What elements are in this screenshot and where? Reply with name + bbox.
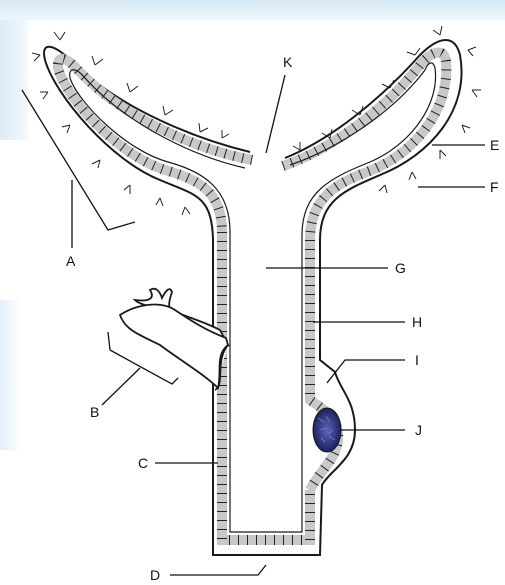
label-I: I (415, 352, 419, 368)
label-J: J (415, 422, 422, 438)
body-outline (44, 40, 462, 555)
label-E: E (490, 137, 499, 153)
label-K: K (283, 54, 293, 70)
leader-D (170, 565, 266, 575)
label-D: D (150, 567, 160, 583)
label-C: C (138, 455, 148, 471)
label-F: F (490, 179, 499, 195)
prey-animal-body (120, 305, 228, 388)
label-G: G (395, 260, 406, 276)
label-H: H (412, 314, 422, 330)
leader-B (102, 368, 140, 405)
leader-K (266, 75, 285, 153)
nucleus-icon (313, 408, 341, 452)
label-A: A (66, 253, 76, 269)
label-B: B (90, 404, 99, 420)
